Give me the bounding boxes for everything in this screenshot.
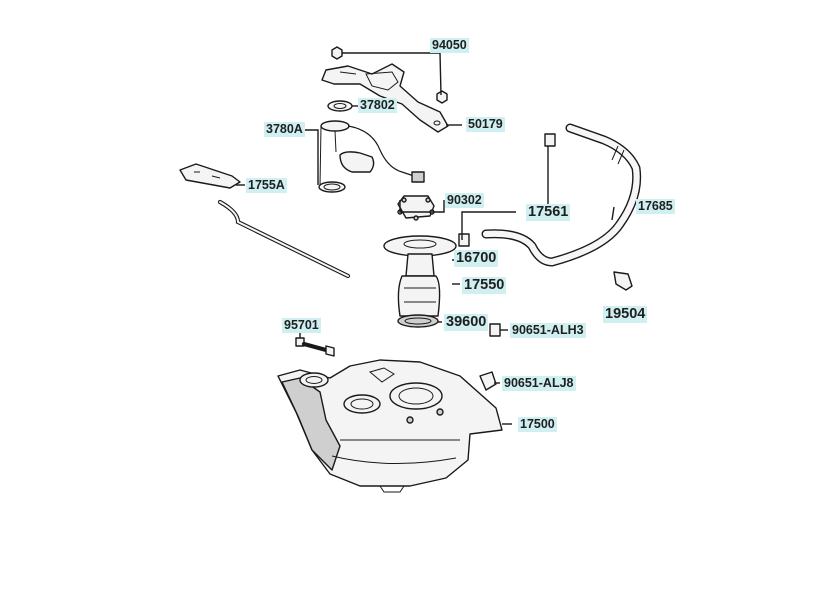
label-17550: 17550 xyxy=(462,277,507,294)
fuel-hose-17685 xyxy=(481,123,642,267)
label-37802: 37802 xyxy=(358,98,397,113)
label-39600: 39600 xyxy=(444,314,489,331)
tank-bracket xyxy=(321,63,449,133)
label-94050: 94050 xyxy=(430,38,469,53)
leader-lines xyxy=(236,52,615,425)
connector-17561 xyxy=(458,133,556,247)
label-17561: 17561 xyxy=(526,204,571,221)
label-90651-alj8: 90651-ALJ8 xyxy=(502,376,576,391)
label-50179: 50179 xyxy=(466,117,505,132)
pump-cover-plate xyxy=(397,195,435,221)
clamp-90651-alj8 xyxy=(479,371,497,391)
nut-50179 xyxy=(436,90,448,104)
label-90651-alh3: 90651-ALH3 xyxy=(510,323,586,338)
gasket-37802 xyxy=(327,100,353,112)
fuel-tank xyxy=(277,359,503,493)
clip-19504 xyxy=(613,271,633,291)
label-16700: 16700 xyxy=(454,250,499,267)
label-1755A: 1755A xyxy=(246,178,287,193)
pump-gasket-39600 xyxy=(397,314,439,328)
label-95701: 95701 xyxy=(282,318,321,333)
label-3780A: 3780A xyxy=(264,122,305,137)
clamp-90651-alh3 xyxy=(489,323,501,337)
fuel-level-sender xyxy=(318,120,425,193)
bracket-nut xyxy=(331,46,343,60)
holder-1755A xyxy=(179,163,241,189)
label-90302: 90302 xyxy=(445,193,484,208)
fuel-pump-unit xyxy=(383,235,457,317)
bolt-95701 xyxy=(295,337,335,357)
label-17685: 17685 xyxy=(636,199,675,214)
breather-tube xyxy=(217,199,351,279)
label-17500: 17500 xyxy=(518,417,557,432)
label-19504: 19504 xyxy=(603,306,648,323)
